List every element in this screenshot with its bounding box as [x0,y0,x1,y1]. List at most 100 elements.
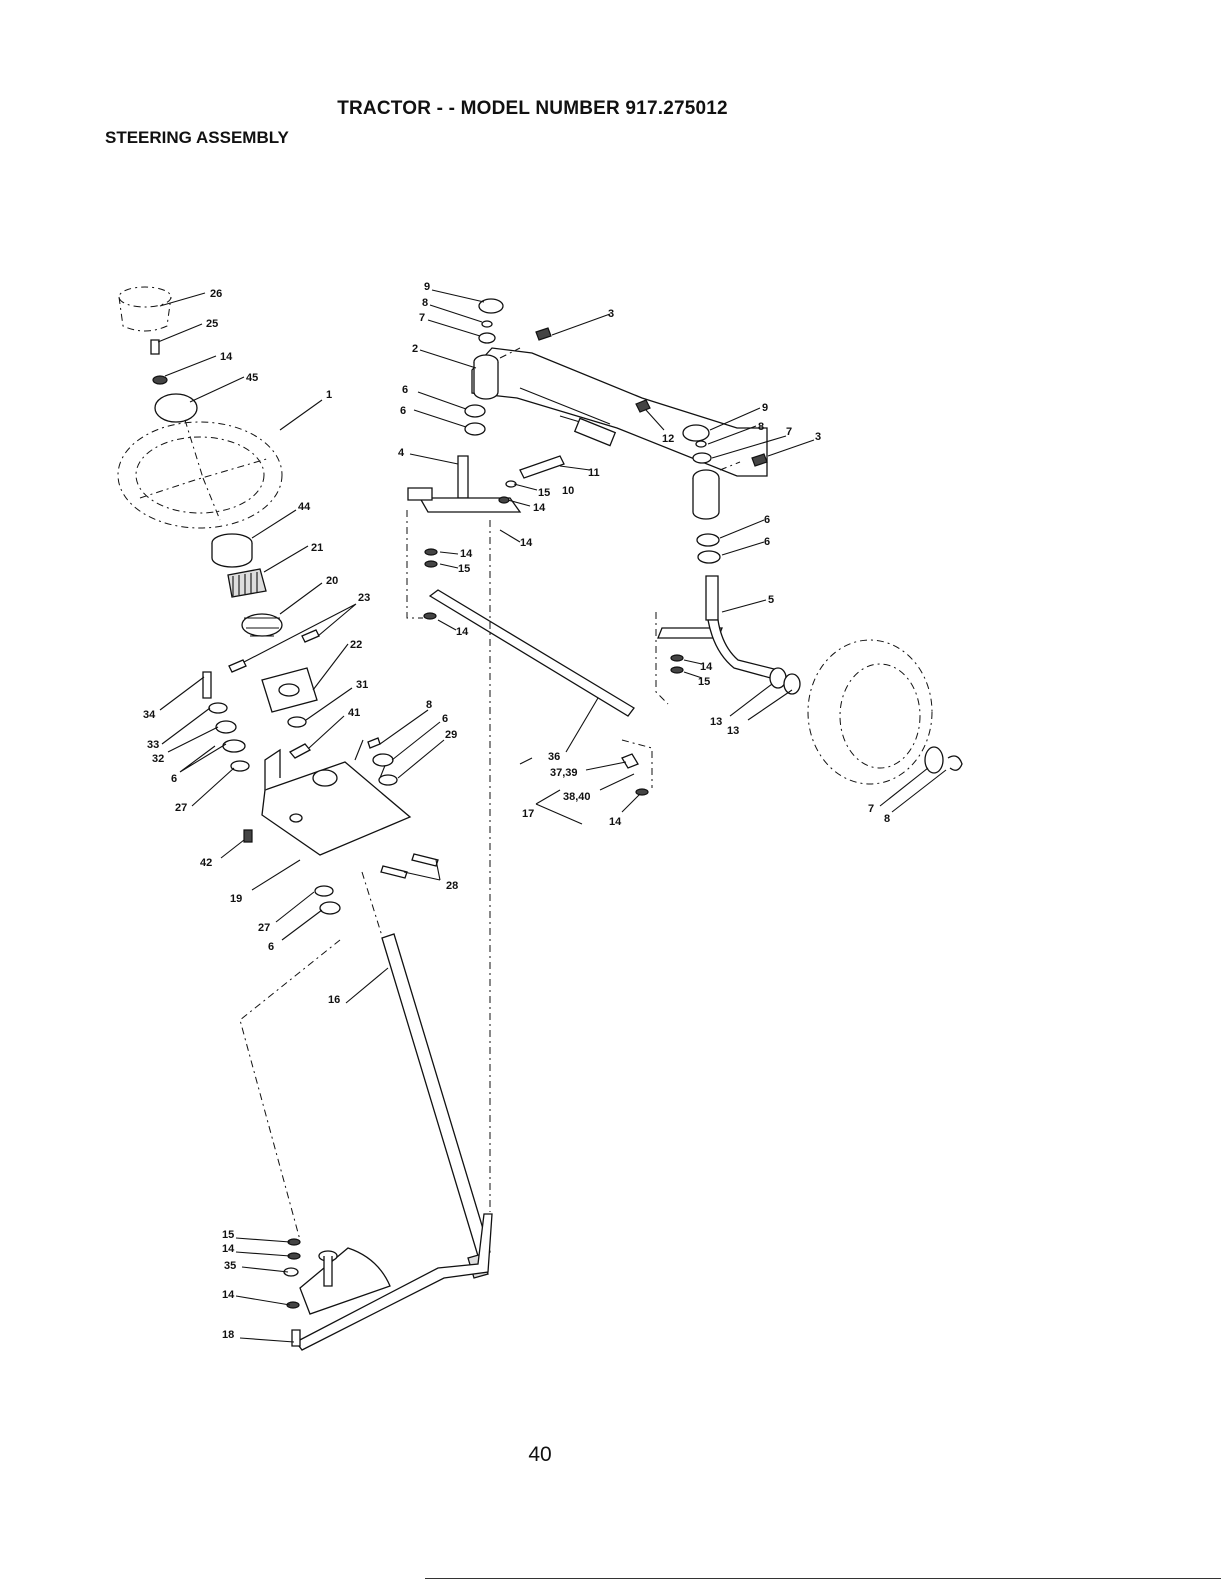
steering-shaft [382,934,490,1278]
callout-33: 33 [147,739,159,751]
callout-28: 28 [446,880,458,892]
washers-13 [770,668,800,694]
callout-38-40: 38,40 [563,791,591,803]
callout-8-wheel: 8 [884,813,890,825]
callout-6-bottom: 6 [268,941,274,953]
callout-13-a: 13 [710,716,722,728]
callout-3-left: 3 [608,308,614,320]
callout-42: 42 [200,857,212,869]
callout-4: 4 [398,447,405,459]
callout-7-wheel: 7 [868,803,874,815]
callout-22: 22 [350,639,362,651]
front-wheel [808,640,962,784]
callout-18: 18 [222,1329,234,1341]
spacer-27-bottom [315,886,333,896]
tie-rod [430,590,638,768]
callout-45: 45 [246,372,258,384]
callout-9-left: 9 [424,281,430,293]
callout-14-right: 14 [700,661,713,673]
bushing-44 [212,534,252,567]
callout-labels: 26 25 14 45 1 44 21 20 23 22 31 41 34 33… [143,281,890,1341]
callout-23: 23 [358,592,370,604]
spring-clip-41 [290,744,310,758]
callout-6-right-b: 6 [764,536,770,548]
callout-10: 10 [562,485,574,497]
pivot-tube-left [474,355,498,399]
callout-14-axle-a: 14 [533,502,546,514]
washer-stack-8-6-29 [368,738,397,785]
callout-6-axle-a: 6 [402,384,408,396]
callout-12: 12 [662,433,674,445]
washers-15-14 [284,1239,300,1308]
bolt-34 [203,672,211,698]
callout-16: 16 [328,994,340,1006]
spindle-left [408,456,520,512]
bottom-rule [425,1578,1221,1579]
ball-joint-18 [292,1330,300,1346]
washer-6-bottom [320,902,340,914]
spindle-right [658,576,778,680]
callout-6-axle-b: 6 [400,405,406,417]
callout-15-axle: 15 [538,487,550,499]
callout-13-b: 13 [727,725,739,737]
bolts-28 [381,854,438,878]
bolt-42 [244,830,252,842]
callout-34: 34 [143,709,156,721]
spline-adapter [228,569,266,597]
callout-17: 17 [522,808,534,820]
callout-6-bracket: 6 [442,713,448,725]
pivot-bolt-11-10-15 [499,456,564,503]
callout-6-right-a: 6 [764,514,770,526]
steering-boot [242,614,282,636]
callout-8-right: 8 [758,421,764,433]
callout-31: 31 [356,679,368,691]
callout-9-right: 9 [762,402,768,414]
steering-cap [119,287,171,331]
callout-37-39: 37,39 [550,767,578,779]
callout-36: 36 [548,751,560,763]
cap-screw [151,340,159,354]
callout-11: 11 [588,467,600,479]
callout-14-spindle: 14 [460,548,473,560]
front-axle [472,348,767,476]
bearing-31 [288,717,306,727]
callout-27-bottom: 27 [258,922,270,934]
callout-3-right: 3 [815,431,821,443]
callout-21: 21 [311,542,323,554]
callout-7-left: 7 [419,312,425,324]
callout-1: 1 [326,389,332,401]
callout-14-bottom-b: 14 [222,1289,235,1301]
pivot-tube-right [693,470,719,519]
callout-29: 29 [445,729,457,741]
steering-column-support [262,668,317,712]
callout-5: 5 [768,594,774,606]
callout-14-bottom-a: 14 [222,1243,235,1255]
callout-15-spindle: 15 [458,563,470,575]
callout-2: 2 [412,343,418,355]
callout-19: 19 [230,893,242,905]
callout-25: 25 [206,318,218,330]
callout-8-bracket: 8 [426,699,432,711]
spacer-27-top [231,761,249,771]
bearings-6-left [465,405,485,435]
washer-14-top [153,376,167,384]
callout-7-right: 7 [786,426,792,438]
callout-35: 35 [224,1260,236,1272]
callout-27-top: 27 [175,802,187,814]
washer-32 [216,721,236,733]
steering-wheel [118,420,282,528]
callout-26: 26 [210,288,222,300]
callout-14-tierod: 14 [456,626,469,638]
callout-8-left: 8 [422,297,428,309]
page-number: 40 [0,1443,1080,1467]
callout-20: 20 [326,575,338,587]
callout-32: 32 [152,753,164,765]
callout-41: 41 [348,707,360,719]
callout-44: 44 [298,501,311,513]
callout-15-right: 15 [698,676,710,688]
callout-14-tierod-end: 14 [609,816,622,828]
callout-14: 14 [220,351,233,363]
callout-6-left: 6 [171,773,177,785]
washer-6-left [223,740,245,752]
